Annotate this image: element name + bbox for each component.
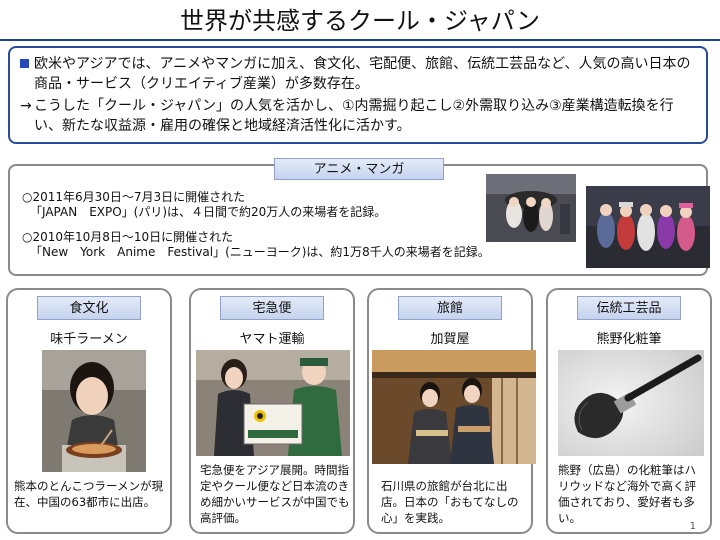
ramen-photo [42,350,146,472]
food-culture-name: 味千ラーメン [50,332,128,347]
summary-point-2: → こうした「クール・ジャパン」の人気を活かし、①内需掘り起こし②外需取り込み③… [20,96,696,136]
summary-point-1: 欧米やアジアでは、アニメやマンガに加え、食文化、宅配便、旅館、伝統工芸品など、人… [20,54,696,94]
delivery-photo [196,350,350,456]
cosplay-photo-1 [486,174,576,242]
crafts-name: 熊野化粧筆 [596,332,662,347]
food-culture-panel [6,288,172,534]
event-1-date: ○2011年6月30日～7月3日に開催された [22,190,246,204]
delivery-caption: 宅急便をアジア展開。時間指定やクール便など日本流のきめ細かいサービスが中国でも高… [200,463,350,525]
event-2-date: ○2010年10月8日～10日に開催された [22,230,234,244]
ryokan-caption: 石川県の旅館が台北に出店。日本の「おもてなしの心」を実践。 [381,479,519,525]
crafts-tab: 伝統工芸品 [577,296,681,320]
event-2-detail: 「New York Anime Festival」(ニューヨーク)は、約1万8千… [30,245,490,259]
summary-box: 欧米やアジアでは、アニメやマンガに加え、食文化、宅配便、旅館、伝統工芸品など、人… [8,46,708,144]
delivery-name: ヤマト運輸 [239,332,305,347]
food-culture-tab: 食文化 [37,296,141,320]
arrow-icon: → [20,98,32,114]
anime-events-text: ○2011年6月30日～7月3日に開催された 「JAPAN EXPO」(パリ)は… [22,190,490,260]
slide-title: 世界が共感するクール・ジャパン [180,7,540,35]
summary-text-2: こうした「クール・ジャパン」の人気を活かし、①内需掘り起こし②外需取り込み③産業… [34,98,674,134]
delivery-panel [189,288,355,534]
crafts-caption: 熊野（広島）の化粧筆はハリウッドなど海外で高く評価されており、愛好者も多い。 [558,463,696,525]
event-1-detail: 「JAPAN EXPO」(パリ)は、４日間で約20万人の来場者を記録。 [30,205,387,219]
page-number: 1 [689,521,696,532]
anime-manga-tab: アニメ・マンガ [274,158,444,180]
square-bullet-icon [20,59,29,68]
ryokan-tab: 旅館 [398,296,502,320]
ryokan-photo [372,350,536,464]
delivery-tab: 宅急便 [220,296,324,320]
title-divider [0,39,720,41]
food-culture-caption: 熊本のとんこつラーメンが現在、中国の63都市に出店。 [14,479,164,509]
summary-text-1: 欧米やアジアでは、アニメやマンガに加え、食文化、宅配便、旅館、伝統工芸品など、人… [34,56,691,92]
makeup-brush-photo [558,350,704,456]
crafts-panel [546,288,712,534]
ryokan-name: 加賀屋 [430,332,470,347]
cosplay-photo-2 [586,186,710,268]
